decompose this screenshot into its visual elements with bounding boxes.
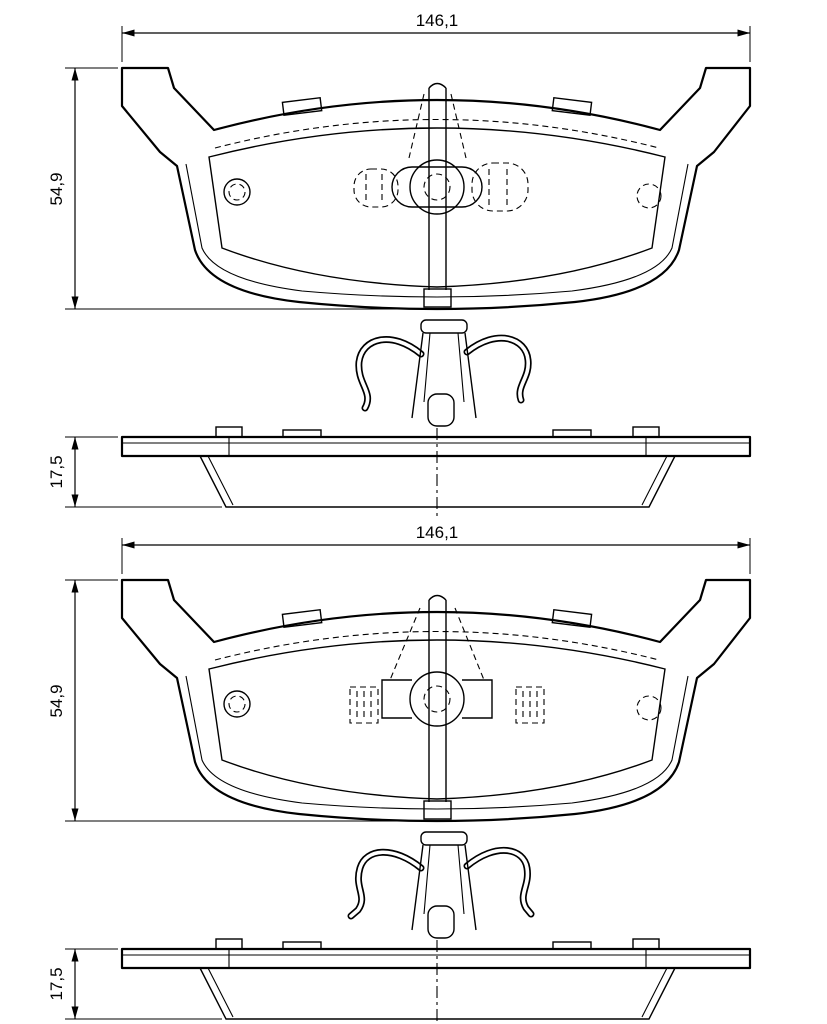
width-dimension-label: 146,1: [416, 11, 459, 30]
edge-tab-right: [632, 938, 660, 950]
guide-hole-right: [636, 183, 662, 209]
height-dimension: 54,9: [47, 579, 428, 822]
thickness-dimension: 17,5: [47, 436, 222, 508]
guide-hole-left-inner: [228, 183, 246, 201]
mounting-tab-left: [281, 96, 323, 117]
mounting-tab-left: [281, 608, 323, 629]
retaining-spring: [355, 319, 532, 427]
width-dimension: 146,1: [121, 11, 751, 62]
edge-tab-right: [632, 426, 660, 438]
mounting-tab-right: [551, 96, 593, 117]
pad-side-view: [120, 938, 752, 1022]
guide-hole-left-inner: [228, 695, 246, 713]
friction-top-hidden-line: [214, 118, 660, 149]
width-dimension-label: 146,1: [416, 523, 459, 542]
edge-bump-left: [282, 941, 322, 950]
height-dimension: 54,9: [47, 67, 428, 310]
edge-bump-left: [282, 429, 322, 438]
friction-top-hidden-line: [214, 630, 660, 661]
backing-plate-outline: [120, 578, 752, 823]
width-dimension: 146,1: [121, 523, 751, 574]
backing-plate-inner-contour: [185, 163, 689, 298]
edge-tab-left: [215, 426, 243, 438]
backing-plate-edge: [120, 947, 752, 970]
friction-surface-outline: [208, 127, 666, 288]
backing-plate-inner-contour: [185, 675, 689, 810]
bottom-tab: [423, 288, 452, 308]
guide-hole-left: [223, 178, 251, 206]
height-dimension-label: 54,9: [47, 684, 66, 717]
edge-tab-left: [215, 938, 243, 950]
backing-plate-outline: [120, 66, 752, 311]
view-set-2: 146,1 54,9: [47, 523, 752, 1022]
thickness-dimension-label: 17,5: [47, 967, 66, 1000]
pad-front-view: [120, 66, 752, 311]
retaining-spring: [347, 831, 535, 939]
pad-front-view: [120, 578, 752, 823]
guide-hole-right: [636, 695, 662, 721]
backing-plate-edge: [120, 435, 752, 458]
thickness-dimension-label: 17,5: [47, 455, 66, 488]
edge-bump-right: [552, 941, 592, 950]
mounting-tab-right: [551, 608, 593, 629]
spring-foot: [427, 393, 455, 427]
pad-side-view: [120, 426, 752, 518]
edge-bump-right: [552, 429, 592, 438]
spring-top-cap: [420, 831, 468, 846]
thickness-dimension: 17,5: [47, 948, 222, 1020]
wear-indicator: [349, 594, 545, 820]
spring-foot: [427, 905, 455, 939]
guide-hole-left: [223, 690, 251, 718]
bottom-tab: [423, 800, 452, 820]
friction-surface-outline: [208, 639, 666, 800]
view-set-1: 146,1 54,9: [47, 11, 752, 518]
height-dimension-label: 54,9: [47, 172, 66, 205]
spring-top-cap: [420, 319, 468, 334]
wear-indicator: [353, 82, 529, 308]
